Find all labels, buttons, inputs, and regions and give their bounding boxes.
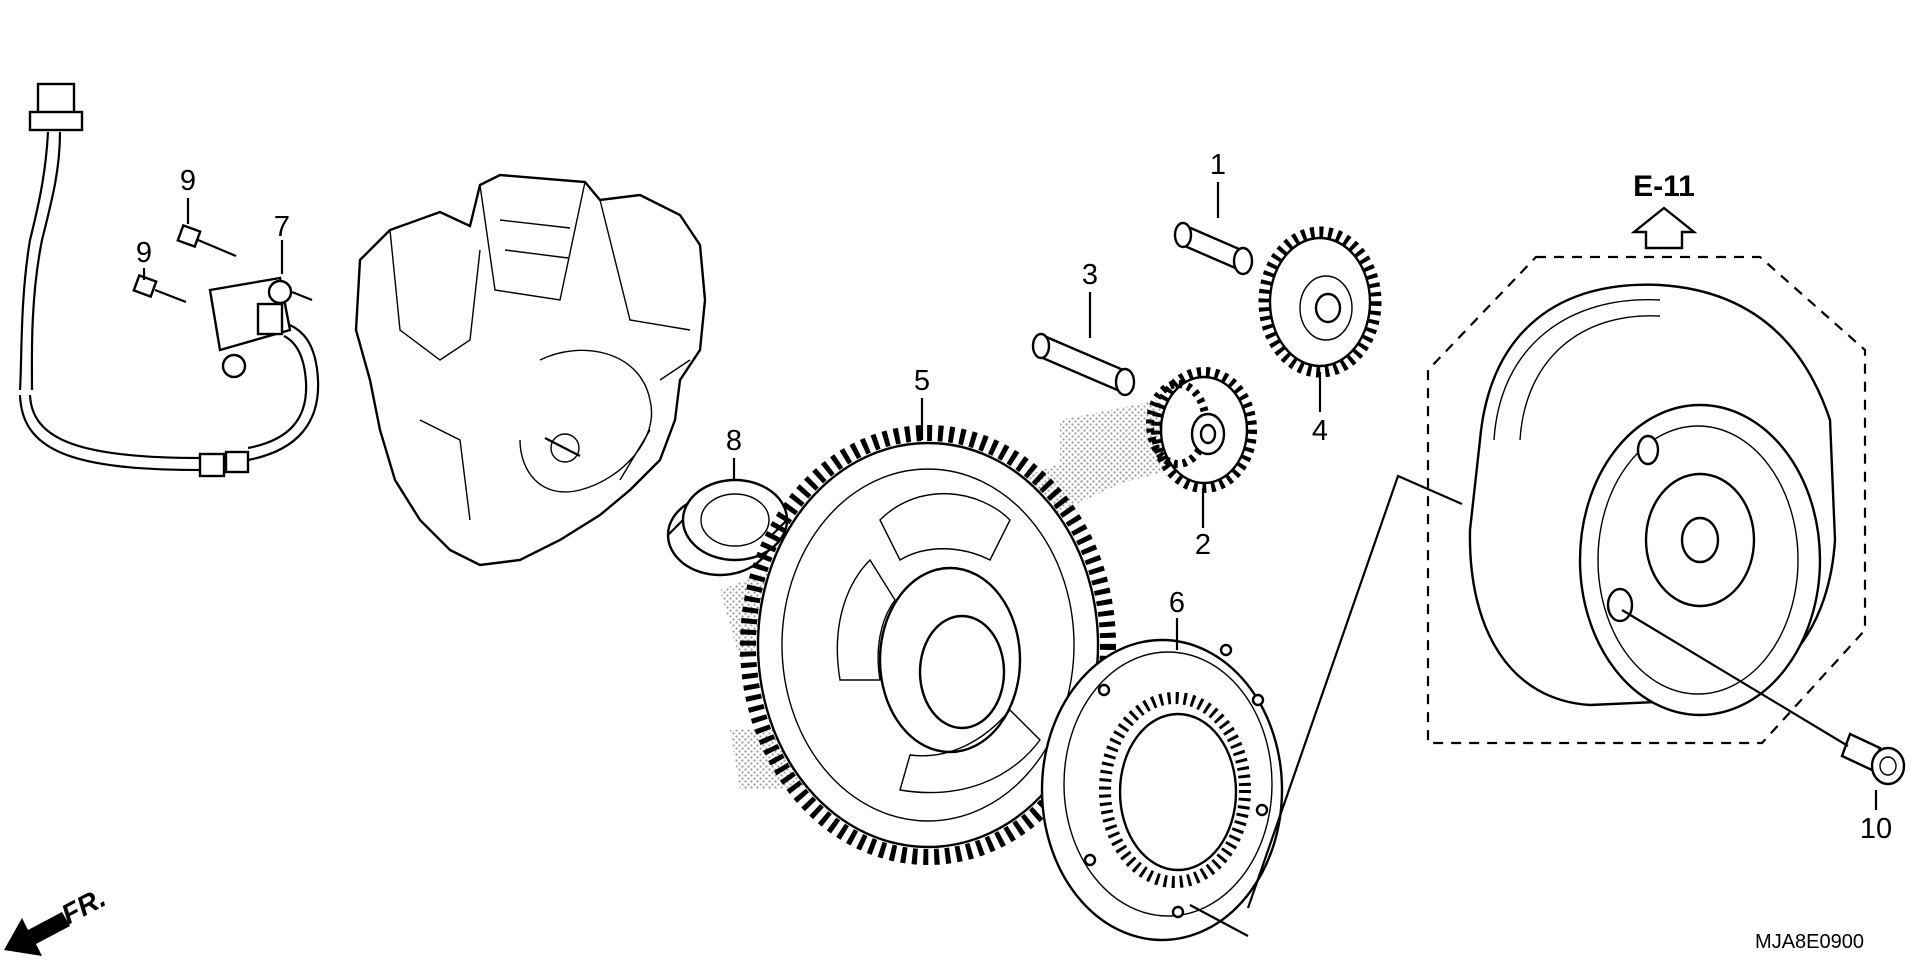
front-direction-indicator: FR. bbox=[4, 882, 111, 956]
starter-driven-gear bbox=[740, 425, 1116, 865]
section-reference: E-11 bbox=[1630, 170, 1698, 250]
flywheel-reference-box bbox=[1426, 255, 1867, 745]
callout-4: 4 bbox=[1312, 415, 1328, 447]
assembly-leader-lines bbox=[1189, 474, 1849, 937]
flywheel bbox=[1468, 283, 1837, 717]
callout-2: 2 bbox=[1195, 529, 1211, 561]
callout-3: 3 bbox=[1082, 259, 1098, 291]
engine-block bbox=[354, 173, 707, 567]
callout-10: 10 bbox=[1860, 813, 1892, 845]
callout-6: 6 bbox=[1169, 587, 1185, 619]
sensor-harness bbox=[18, 82, 320, 478]
reduction-gear-shaft bbox=[1173, 221, 1254, 276]
callout-7: 7 bbox=[274, 211, 290, 243]
flywheel-bolt bbox=[1840, 732, 1906, 786]
callout-9-lower: 9 bbox=[136, 237, 152, 269]
callout-8: 8 bbox=[726, 425, 742, 457]
arrow-up-icon bbox=[1630, 206, 1698, 250]
idle-gear-shaft bbox=[1031, 332, 1136, 397]
section-reference-label: E-11 bbox=[1633, 170, 1695, 203]
bolt-upper bbox=[176, 223, 237, 258]
diagram-code: MJA8E0900 bbox=[1755, 931, 1864, 953]
starter-reduction-gear bbox=[1258, 226, 1382, 378]
callout-1: 1 bbox=[1210, 149, 1226, 181]
callout-5: 5 bbox=[914, 365, 930, 397]
bolt-lower bbox=[132, 273, 187, 304]
starter-one-way-clutch bbox=[1040, 638, 1284, 942]
callout-9-upper: 9 bbox=[180, 165, 196, 197]
callout-labels: 1 2 3 4 5 6 7 8 9 9 10 bbox=[136, 149, 1892, 845]
needle-bearing bbox=[666, 478, 789, 577]
callout-leaders bbox=[142, 182, 1878, 810]
sensor-bracket bbox=[208, 276, 313, 379]
arrow-front-icon bbox=[4, 912, 70, 956]
